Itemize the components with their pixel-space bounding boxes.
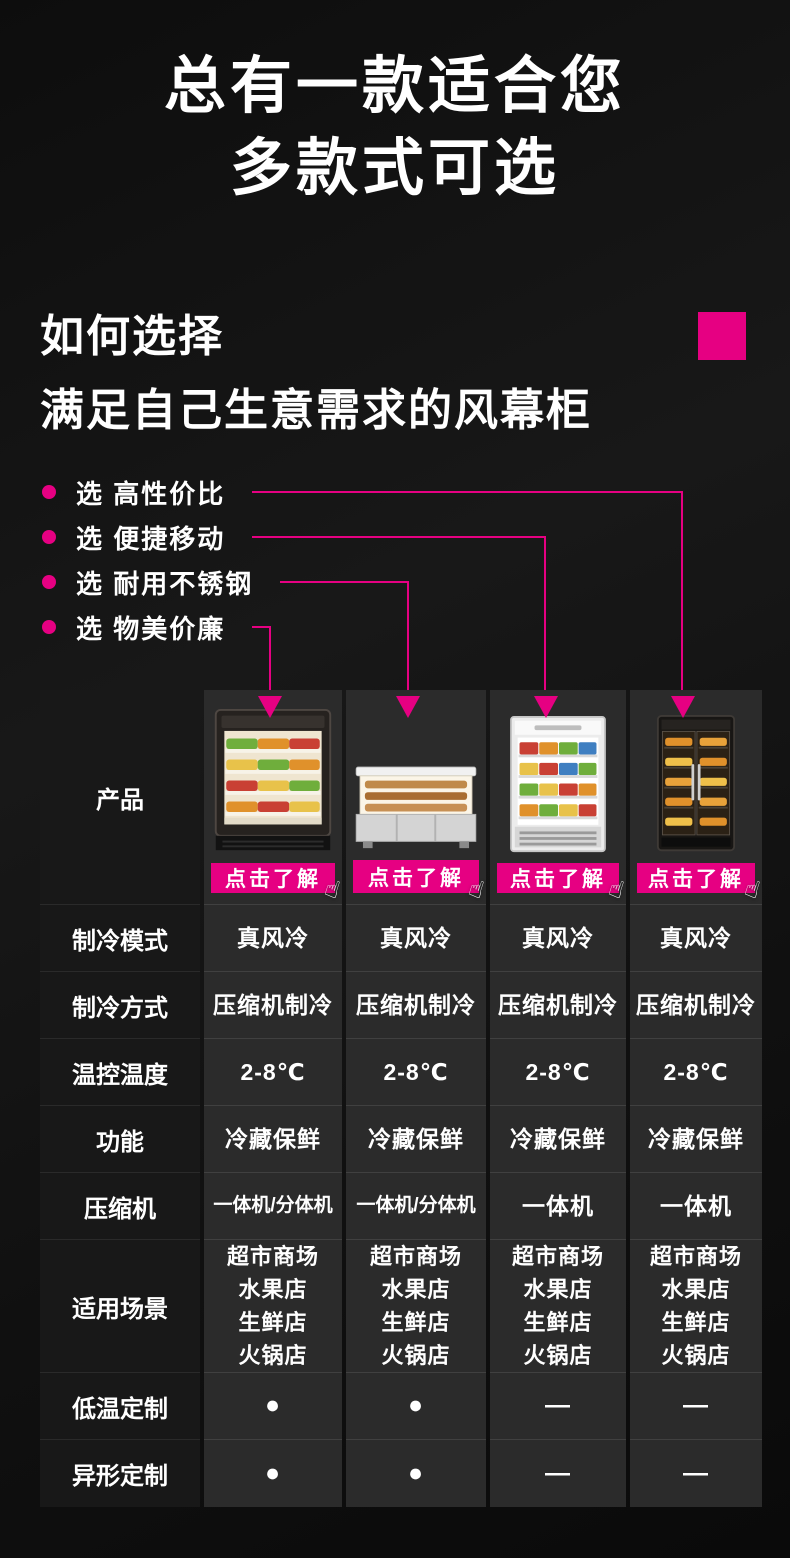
spec-value-cell: — (490, 1440, 626, 1507)
spec-row-label: 制冷方式 (40, 972, 200, 1039)
spec-value-cell: ● (204, 1373, 342, 1440)
bullet-dot-icon (42, 620, 56, 634)
selling-point-item: 选 便捷移动 (42, 522, 225, 554)
learn-more-label: 点击了解 (510, 868, 606, 891)
product-image-1[interactable] (211, 707, 335, 855)
selling-point-label: 选 便捷移动 (76, 523, 226, 554)
product-column-1: 点击了解 ☝ (204, 690, 344, 905)
product-row-label: 产品 (40, 690, 200, 905)
arrow-down-icon (671, 696, 695, 718)
selling-point-item: 选 耐用不锈钢 (42, 567, 253, 599)
learn-more-button[interactable]: 点击了解 ☝ (211, 863, 344, 905)
bullet-dot-icon (42, 575, 56, 589)
learn-more-button[interactable]: 点击了解 ☝ (637, 863, 764, 905)
click-hand-icon: ☝ (321, 874, 344, 905)
hero-title-line2: 多款式可选 (229, 134, 560, 203)
spec-row-label: 适用场景 (40, 1240, 200, 1373)
spec-value-cell: 压缩机制冷 (630, 972, 762, 1039)
connector-hline-4 (252, 626, 270, 628)
spec-row-label: 异形定制 (40, 1440, 200, 1507)
spec-value-cell: ● (204, 1440, 342, 1507)
spec-value-cell: 冷藏保鲜 (204, 1106, 342, 1173)
spec-value-cell: 一体机 (490, 1173, 626, 1240)
spec-value-cell: 真风冷 (630, 905, 762, 972)
product-image-3[interactable] (497, 714, 619, 855)
spec-value-cell: 2-8℃ (490, 1039, 626, 1106)
spec-value-cell: 冷藏保鲜 (346, 1106, 486, 1173)
spec-value-cell: 2-8℃ (346, 1039, 486, 1106)
double-door-cooler-icon (656, 715, 736, 852)
selling-point-label: 选 物美价廉 (76, 613, 226, 644)
click-hand-icon: ☝ (465, 874, 488, 905)
product-image-4[interactable] (637, 714, 755, 855)
spec-value-cell: 压缩机制冷 (204, 972, 342, 1039)
intro-heading-line1: 如何选择 (40, 312, 224, 361)
spec-value-cell: 压缩机制冷 (490, 972, 626, 1039)
product-column-3: 点击了解 ☝ (490, 690, 628, 905)
connector-vline-1 (681, 491, 683, 698)
spec-value-cell: 压缩机制冷 (346, 972, 486, 1039)
spec-value-cell: 冷藏保鲜 (630, 1106, 762, 1173)
connector-hline-1 (252, 491, 682, 493)
spec-value-cell: 真风冷 (204, 905, 342, 972)
open-display-cooler-icon (510, 715, 606, 853)
spec-value-cell: ● (346, 1373, 486, 1440)
spec-value-cell: — (490, 1373, 626, 1440)
arrow-down-icon (396, 696, 420, 718)
bullet-dot-icon (42, 530, 56, 544)
connector-vline-4 (269, 626, 271, 698)
spec-value-cell: 超市商场 水果店 生鲜店 火锅店 (204, 1240, 342, 1373)
learn-more-label: 点击了解 (648, 868, 744, 891)
spec-value-cell: 真风冷 (490, 905, 626, 972)
spec-value-cell: 一体机/分体机 (346, 1173, 486, 1240)
connector-hline-3 (280, 581, 408, 583)
learn-more-label: 点击了解 (368, 866, 464, 890)
selling-point-item: 选 物美价廉 (42, 612, 225, 644)
connector-vline-3 (407, 581, 409, 698)
spec-row-label: 低温定制 (40, 1373, 200, 1440)
product-image-2[interactable] (353, 716, 479, 852)
spec-value-cell: ● (346, 1440, 486, 1507)
hero-title: 总有一款适合您 多款式可选 (0, 46, 790, 210)
spec-row-label: 制冷模式 (40, 905, 200, 972)
spec-value-cell: — (630, 1373, 762, 1440)
learn-more-button[interactable]: 点击了解 ☝ (353, 860, 488, 905)
spec-row-label: 压缩机 (40, 1173, 200, 1240)
spec-value-cell: 超市商场 水果店 生鲜店 火锅店 (490, 1240, 626, 1373)
bullet-dot-icon (42, 485, 56, 499)
selling-point-label: 选 耐用不锈钢 (76, 568, 254, 599)
accent-square (698, 312, 746, 360)
spec-value-cell: 超市商场 水果店 生鲜店 火锅店 (346, 1240, 486, 1373)
product-column-2: 点击了解 ☝ (346, 690, 488, 905)
click-hand-icon: ☝ (741, 874, 764, 905)
flat-display-case-icon (355, 766, 477, 849)
spec-value-cell: 一体机 (630, 1173, 762, 1240)
arrow-down-icon (258, 696, 282, 718)
connector-vline-2 (544, 536, 546, 698)
click-hand-icon: ☝ (605, 874, 628, 905)
air-curtain-cabinet-icon (214, 708, 332, 851)
spec-value-cell: 2-8℃ (630, 1039, 762, 1106)
spec-value-cell: 冷藏保鲜 (490, 1106, 626, 1173)
spec-value-cell: — (630, 1440, 762, 1507)
hero-title-line1: 总有一款适合您 (163, 52, 626, 121)
spec-value-cell: 一体机/分体机 (204, 1173, 342, 1240)
spec-row-label: 功能 (40, 1106, 200, 1173)
connector-hline-2 (252, 536, 545, 538)
selling-point-item: 选 高性价比 (42, 477, 225, 509)
learn-more-button[interactable]: 点击了解 ☝ (497, 863, 628, 905)
learn-more-label: 点击了解 (225, 868, 321, 891)
spec-value-cell: 真风冷 (346, 905, 486, 972)
product-column-4: 点击了解 ☝ (630, 690, 764, 905)
comparison-table: 产品 (40, 690, 764, 1507)
spec-value-cell: 2-8℃ (204, 1039, 342, 1106)
spec-value-cell: 超市商场 水果店 生鲜店 火锅店 (630, 1240, 762, 1373)
arrow-down-icon (534, 696, 558, 718)
selling-point-label: 选 高性价比 (76, 478, 226, 509)
spec-row-label: 温控温度 (40, 1039, 200, 1106)
intro-heading-line2: 满足自己生意需求的风幕柜 (40, 386, 592, 435)
